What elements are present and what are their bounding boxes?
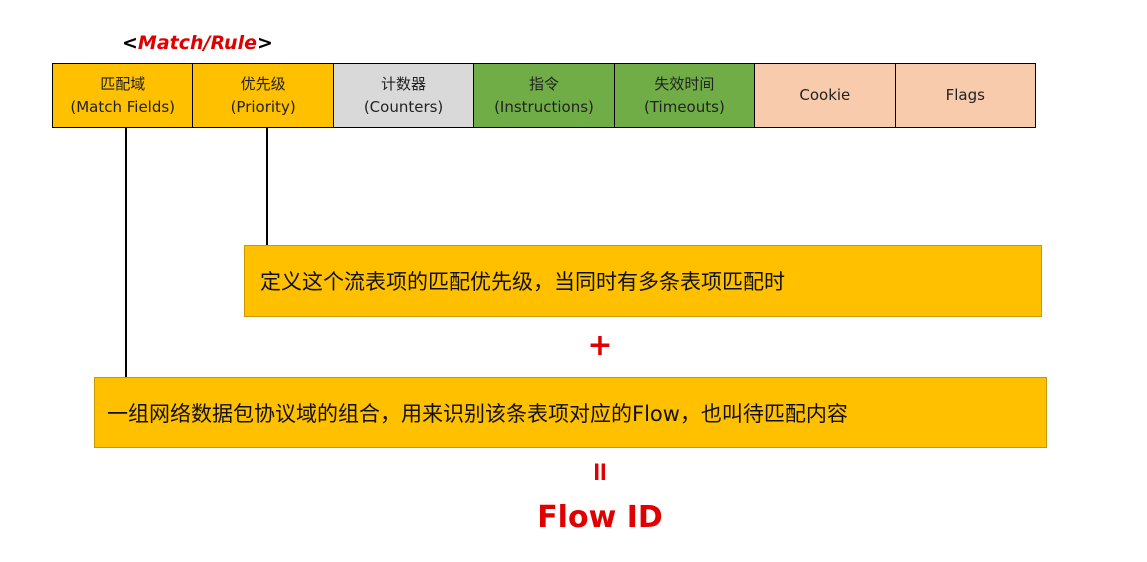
field-cn-label: 优先级 [240, 74, 286, 93]
priority-note-box: 定义这个流表项的匹配优先级，当同时有多条表项匹配时 [244, 245, 1042, 317]
equals-sign: II [593, 459, 607, 486]
field-en-label: (Priority) [230, 97, 296, 116]
open-bracket: < [122, 32, 138, 54]
field-label: Cookie [799, 86, 851, 104]
flow-id-label: Flow ID [537, 500, 663, 535]
close-bracket: > [256, 32, 273, 54]
match-note-text: 一组网络数据包协议域的组合，用来识别该条表项对应的Flow，也叫待匹配内容 [107, 401, 848, 426]
field-counters: 计数器 (Counters) [333, 64, 475, 127]
priority-note-text: 定义这个流表项的匹配优先级，当同时有多条表项匹配时 [260, 270, 785, 294]
match-note-box: 一组网络数据包协议域的组合，用来识别该条表项对应的Flow，也叫待匹配内容 [94, 377, 1047, 448]
plus-sign: + [587, 328, 613, 363]
field-cn-label: 失效时间 [654, 74, 715, 93]
field-match-fields: 匹配域 (Match Fields) [53, 64, 194, 127]
field-timeouts: 失效时间 (Timeouts) [614, 64, 756, 127]
field-en-label: (Instructions) [494, 97, 594, 116]
field-instructions: 指令 (Instructions) [474, 64, 615, 127]
field-en-label: (Timeouts) [644, 97, 725, 116]
field-cn-label: 计数器 [381, 74, 427, 93]
field-priority: 优先级 (Priority) [193, 64, 334, 127]
field-cn-label: 匹配域 [100, 74, 146, 93]
field-label: Flags [945, 86, 985, 104]
field-en-label: (Match Fields) [70, 97, 176, 116]
field-cn-label: 指令 [528, 74, 559, 93]
field-flags: Flags [895, 64, 1035, 127]
field-cookie: Cookie [755, 64, 896, 127]
connector-priority [266, 128, 268, 246]
flow-entry-table: 匹配域 (Match Fields) 优先级 (Priority) 计数器 (C… [52, 63, 1036, 128]
connector-match-fields [125, 128, 127, 378]
match-rule-title: <Match/Rule> [122, 32, 273, 54]
match-rule-label: Match/Rule [137, 32, 257, 54]
field-en-label: (Counters) [363, 97, 444, 116]
